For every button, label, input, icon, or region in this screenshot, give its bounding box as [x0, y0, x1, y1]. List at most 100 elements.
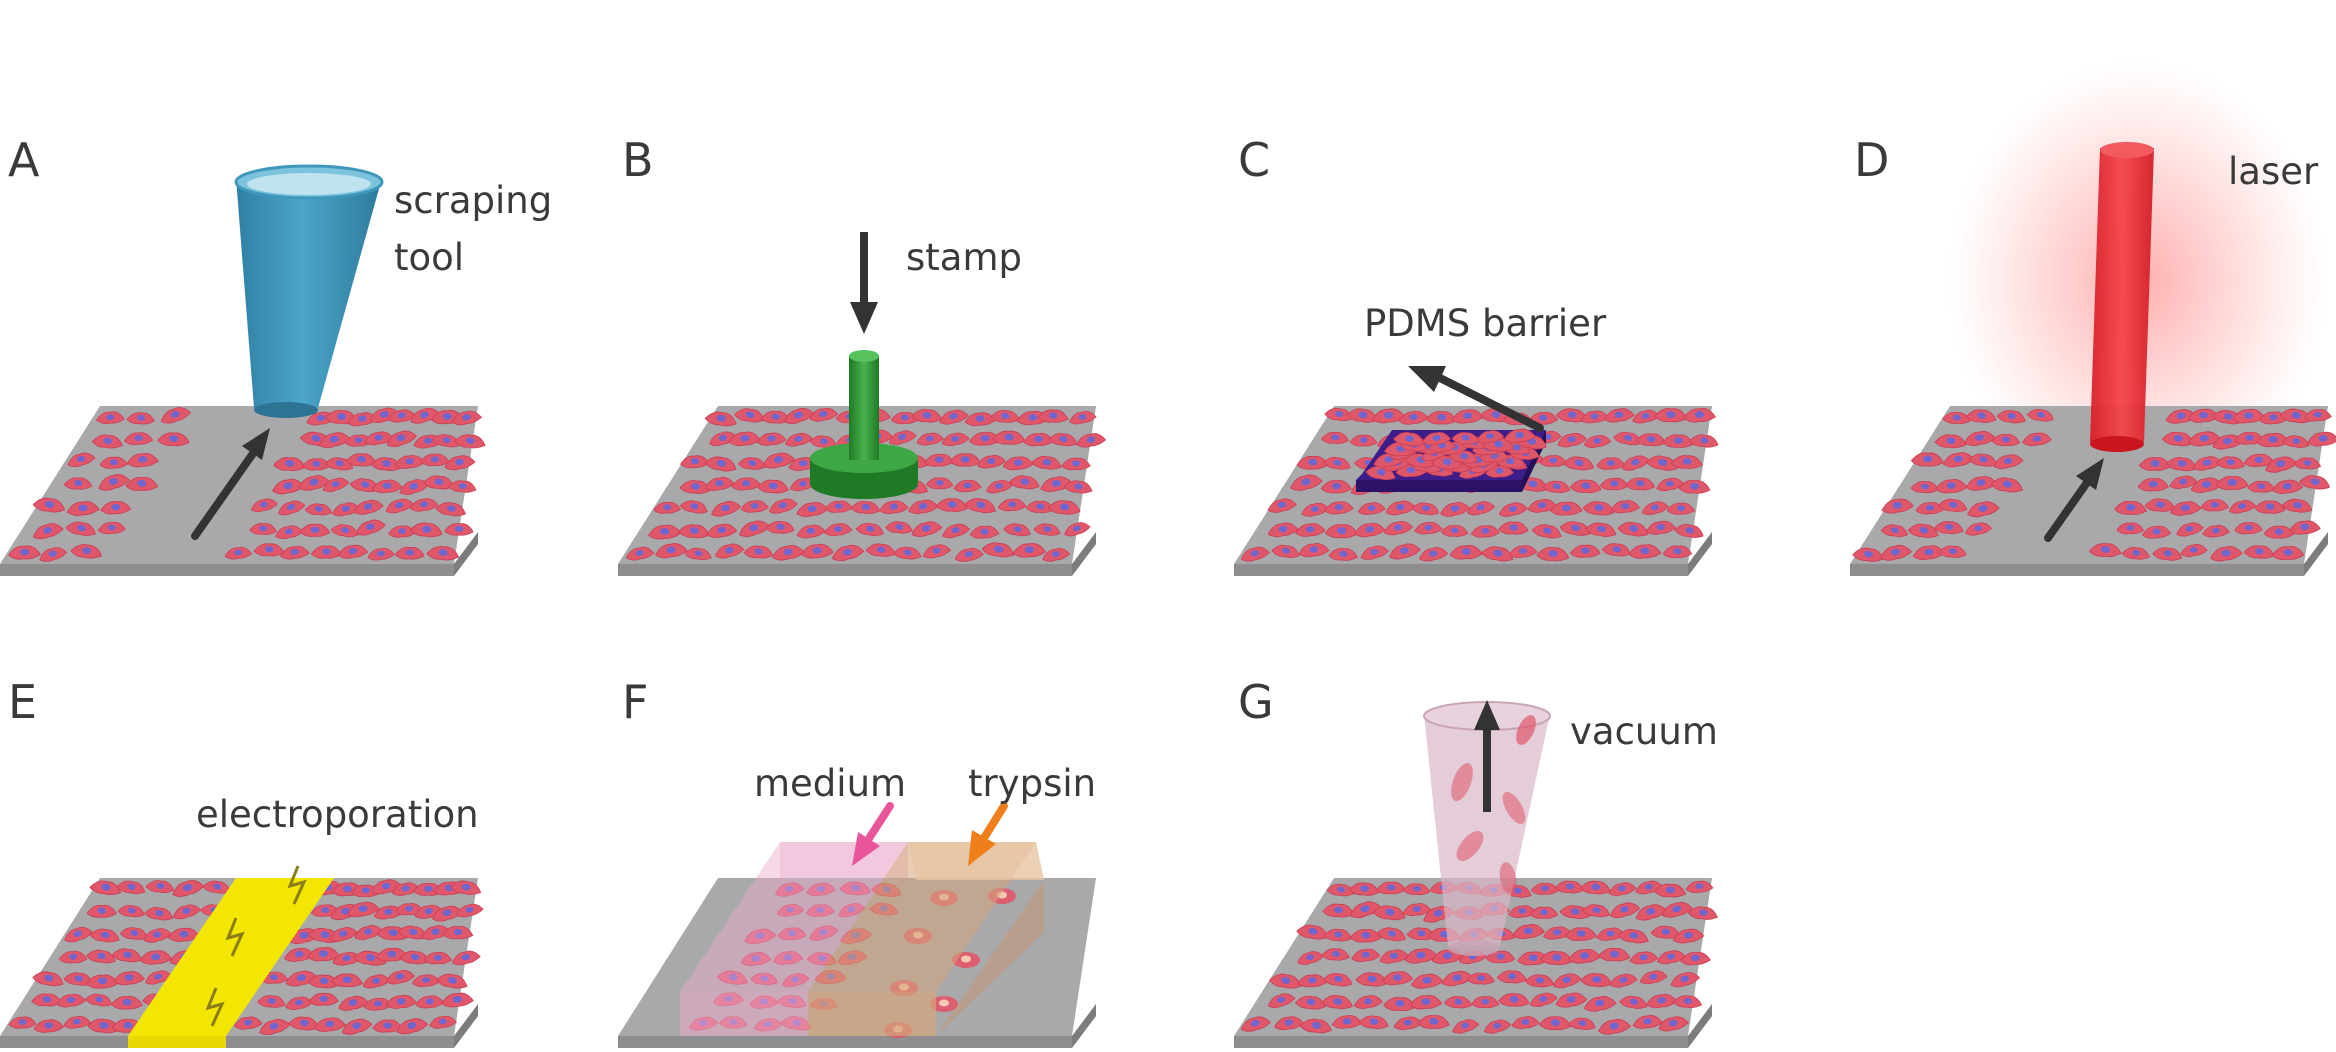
cell: [1685, 880, 1714, 893]
cell: [347, 412, 378, 427]
cell: [1320, 480, 1352, 494]
cell: [756, 432, 787, 446]
cell: [1360, 545, 1390, 560]
cell: [855, 522, 885, 537]
cell: [1654, 408, 1688, 423]
detached-cell: [930, 996, 958, 1012]
cell: [1061, 457, 1091, 471]
cell: [1529, 906, 1559, 919]
cell: [1322, 903, 1355, 918]
cell: [939, 409, 969, 425]
cell: [809, 435, 838, 449]
cell: [1320, 431, 1350, 444]
cell: [1417, 1015, 1450, 1029]
cell: [1619, 995, 1648, 1009]
cell: [1536, 547, 1570, 562]
cell: [444, 455, 476, 471]
cell: [1529, 992, 1558, 1008]
laser-beam: [2090, 142, 2154, 452]
cell: [1672, 928, 1705, 944]
cell: [1687, 906, 1718, 920]
cell-layer-a-right: [224, 407, 486, 561]
cell: [233, 1016, 263, 1030]
cell: [977, 454, 1006, 469]
cell: [409, 522, 443, 538]
cell: [1031, 455, 1062, 470]
panel-letter-c: C: [1238, 133, 1270, 187]
cell: [750, 972, 779, 986]
cell: [1585, 522, 1617, 537]
cell: [2137, 478, 2169, 492]
cell: [1670, 455, 1703, 469]
cell: [911, 409, 943, 423]
cell: [442, 925, 474, 940]
cell: [1267, 993, 1296, 1008]
cell: [451, 410, 483, 426]
cell: [949, 453, 981, 467]
arrow-up-right: [191, 428, 270, 540]
cell: [97, 521, 126, 535]
cell: [1967, 501, 2000, 518]
cell: [1993, 454, 2024, 470]
cell: [2026, 408, 2055, 422]
cell: [2303, 409, 2332, 422]
cell: [893, 546, 922, 560]
cell: [1559, 905, 1591, 919]
aspirated-cells: [1451, 715, 1536, 894]
cell: [2209, 545, 2243, 562]
cell: [322, 477, 350, 493]
cell: [954, 547, 984, 562]
cell: [1666, 502, 1696, 515]
cell: [1503, 428, 1536, 444]
cell: [1328, 548, 1358, 561]
cell: [308, 992, 339, 1006]
cell: [1240, 546, 1270, 562]
cell: [1299, 1018, 1333, 1034]
cell: [1348, 882, 1380, 896]
cell: [1670, 972, 1701, 988]
cell: [1381, 971, 1414, 986]
cell: [1579, 880, 1611, 895]
cell: [1376, 927, 1407, 942]
cell: [1373, 905, 1406, 921]
cell: [714, 543, 745, 559]
cell: [655, 543, 688, 559]
cell: [1033, 523, 1061, 536]
cell: [1240, 1016, 1271, 1032]
cell: [330, 973, 363, 988]
cell: [1069, 411, 1097, 425]
cell: [1568, 1017, 1596, 1030]
cell: [257, 995, 286, 1008]
cell: [125, 476, 159, 491]
cell: [809, 407, 839, 422]
cell: [1003, 523, 1031, 537]
cell: [1295, 523, 1326, 537]
lightning-icon: [225, 917, 245, 957]
cell: [1481, 546, 1514, 562]
cell: [1563, 456, 1595, 471]
cell: [117, 904, 145, 918]
medium-chamber: [680, 842, 908, 1036]
substrate-a: [0, 406, 486, 576]
cell: [1508, 545, 1538, 559]
cell: [2121, 547, 2150, 560]
cell: [429, 1015, 457, 1029]
cell: [1063, 480, 1093, 494]
cell: [2180, 544, 2208, 557]
cell: [964, 498, 996, 514]
cell: [885, 521, 913, 534]
lightning-icon: [287, 865, 307, 905]
cell: [1934, 434, 1967, 449]
cell: [347, 901, 380, 918]
cell: [2288, 520, 2321, 535]
cell: [385, 994, 417, 1009]
cell: [89, 928, 120, 943]
cell: [330, 524, 359, 538]
cell: [2263, 525, 2295, 539]
trypsin-arrow: [968, 802, 1008, 866]
cell: [1608, 882, 1637, 897]
cell: [625, 546, 655, 561]
cell: [56, 993, 87, 1008]
panel-letter-g: G: [1238, 675, 1274, 729]
cell: [1321, 948, 1350, 961]
